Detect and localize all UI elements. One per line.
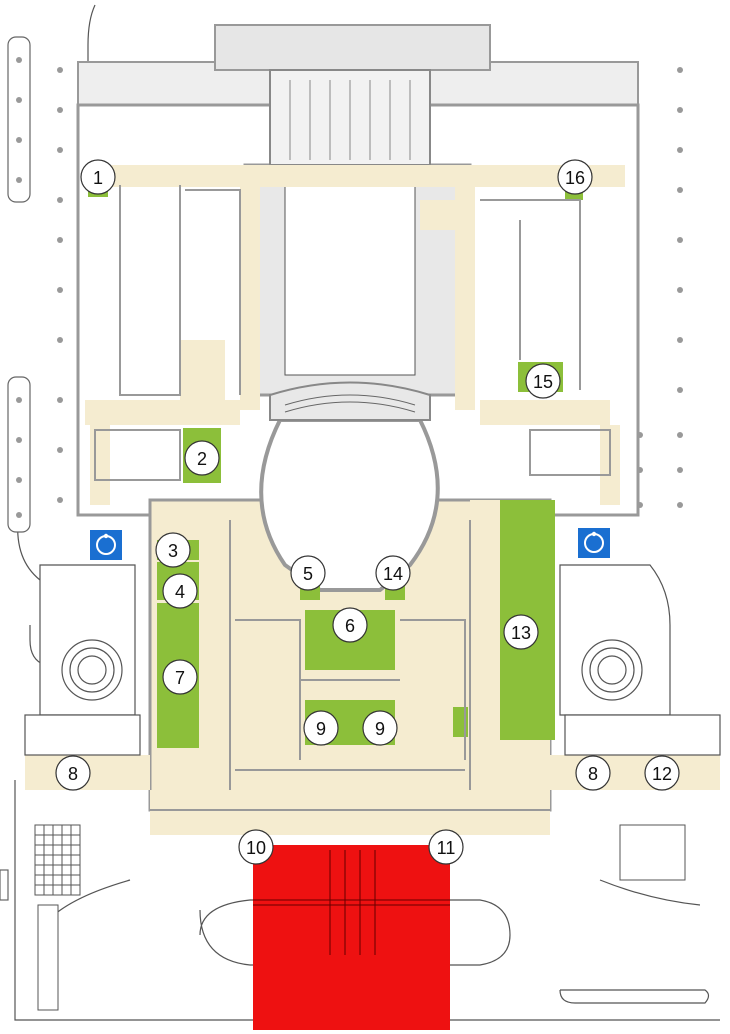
entrance-carpet xyxy=(253,845,450,1030)
marker-label: 1 xyxy=(93,168,103,188)
marker-label: 2 xyxy=(197,449,207,469)
marker-circle xyxy=(184,440,220,476)
marker-circle xyxy=(55,755,91,791)
marker-circle xyxy=(80,159,116,195)
left-colonnade xyxy=(0,36,31,901)
marker-circle xyxy=(290,555,326,591)
map-marker-m14[interactable]: 14 xyxy=(375,555,411,591)
marker-label: 12 xyxy=(652,764,672,784)
right-lamp-dots xyxy=(637,67,683,508)
map-marker-m3[interactable]: 3 xyxy=(155,532,191,568)
fountains xyxy=(61,639,643,701)
map-marker-m15[interactable]: 15 xyxy=(525,363,561,399)
marker-label: 14 xyxy=(383,564,403,584)
marker-circle xyxy=(303,710,339,746)
marker-circle xyxy=(575,755,611,791)
map-marker-m9a[interactable]: 9 xyxy=(303,710,339,746)
marker-circle xyxy=(644,755,680,791)
map-marker-m1[interactable]: 1 xyxy=(80,159,116,195)
marker-circle xyxy=(503,614,539,650)
marker-label: 9 xyxy=(316,719,326,739)
marker-label: 15 xyxy=(533,372,553,392)
marker-label: 10 xyxy=(246,838,266,858)
map-marker-m8b[interactable]: 8 xyxy=(575,755,611,791)
marker-circle xyxy=(428,829,464,865)
carpet-lines xyxy=(253,850,450,955)
marker-label: 8 xyxy=(588,764,598,784)
map-marker-m9b[interactable]: 9 xyxy=(362,710,398,746)
auditorium xyxy=(259,381,440,592)
marker-label: 8 xyxy=(68,764,78,784)
wheelchair-icon xyxy=(90,530,122,560)
map-marker-m4[interactable]: 4 xyxy=(162,573,198,609)
map-marker-m16[interactable]: 16 xyxy=(557,159,593,195)
marker-circle xyxy=(375,555,411,591)
marker-circle xyxy=(332,607,368,643)
map-marker-m7[interactable]: 7 xyxy=(162,659,198,695)
interior-walls xyxy=(94,185,611,811)
map-marker-m12[interactable]: 12 xyxy=(644,755,680,791)
marker-label: 6 xyxy=(345,616,355,636)
marker-circle xyxy=(155,532,191,568)
marker-circle xyxy=(238,829,274,865)
map-marker-m2[interactable]: 2 xyxy=(184,440,220,476)
map-marker-m8a[interactable]: 8 xyxy=(55,755,91,791)
marker-label: 11 xyxy=(437,838,456,858)
marker-label: 9 xyxy=(375,719,385,739)
map-marker-m10[interactable]: 10 xyxy=(238,829,274,865)
map-marker-m6[interactable]: 6 xyxy=(332,607,368,643)
marker-label: 7 xyxy=(175,668,185,688)
marker-circle xyxy=(162,573,198,609)
grounds-outline xyxy=(14,4,720,1021)
marker-circle xyxy=(362,710,398,746)
wheelchair-icon xyxy=(578,528,610,558)
map-marker-m5[interactable]: 5 xyxy=(290,555,326,591)
marker-label: 4 xyxy=(175,582,185,602)
marker-circle xyxy=(557,159,593,195)
marker-circle xyxy=(162,659,198,695)
map-marker-m11[interactable]: 11 xyxy=(428,829,464,865)
left-lamp-dots xyxy=(16,57,63,518)
map-marker-m13[interactable]: 13 xyxy=(503,614,539,650)
marker-label: 3 xyxy=(168,541,178,561)
marker-label: 5 xyxy=(303,564,313,584)
marker-circle xyxy=(525,363,561,399)
marker-label: 16 xyxy=(565,168,585,188)
marker-label: 13 xyxy=(511,623,531,643)
grid-tiles xyxy=(34,824,686,1011)
